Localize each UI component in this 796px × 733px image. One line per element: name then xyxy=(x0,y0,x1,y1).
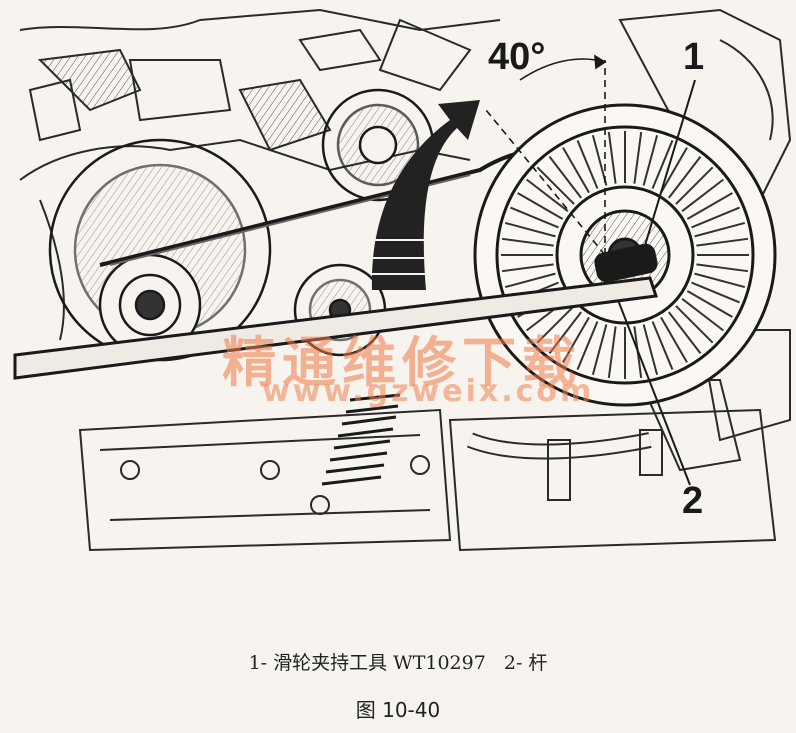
pulley-spoke xyxy=(642,134,659,186)
pulley-spoke xyxy=(691,281,740,304)
lower-housing xyxy=(78,408,777,552)
pulley-spoke xyxy=(681,178,724,212)
pulley-spoke xyxy=(501,237,554,247)
pulley-spoke xyxy=(548,156,582,199)
pulley-spoke xyxy=(642,324,659,376)
pulley-spoke xyxy=(694,272,746,289)
angle-guides xyxy=(485,54,607,256)
pulley-spoke xyxy=(548,311,582,354)
pulley-spoke xyxy=(681,298,724,332)
pulley-spoke xyxy=(696,237,749,247)
tensioner-spring xyxy=(321,393,401,486)
pulley-spoke xyxy=(668,156,702,199)
pulley-spoke xyxy=(675,166,714,205)
callout-leaders xyxy=(617,79,696,486)
pulley-spoke xyxy=(668,311,702,354)
engine-block xyxy=(19,8,792,472)
pulley-spoke xyxy=(694,221,746,238)
pulley-spoke xyxy=(504,221,556,238)
callout-2: 2 xyxy=(682,480,704,522)
pulley-spoke xyxy=(536,305,575,344)
line-drawing xyxy=(13,8,792,552)
figure-number: 图 10-40 xyxy=(355,698,441,722)
pulley-spoke xyxy=(562,316,590,363)
caption-item-2: 2- 杆 xyxy=(503,652,548,674)
pulley-spoke xyxy=(651,140,674,189)
pulley-spoke xyxy=(576,321,599,370)
watermark-url: www.gzweix.com xyxy=(262,374,595,409)
pulley-spoke xyxy=(510,206,559,229)
rotation-arrow xyxy=(371,100,480,290)
figure-caption: 1- 滑轮夹持工具 WT10297 2- 杆 xyxy=(0,648,796,675)
pulley-spoke xyxy=(651,321,674,370)
pulley-spoke xyxy=(675,305,714,344)
pulley-spoke xyxy=(576,140,599,189)
pulley-spoke xyxy=(591,134,608,186)
pulley-spoke xyxy=(591,324,608,376)
pulley-spoke xyxy=(562,147,590,194)
pulley-spoke xyxy=(501,263,554,273)
caption-item-1: 1- 滑轮夹持工具 WT10297 xyxy=(248,652,486,674)
pulley-spoke xyxy=(660,316,688,363)
pulley-spoke xyxy=(633,131,643,184)
engine-belt-illustration: 40° 1 2 精通维修下载 www.gzweix.com xyxy=(13,8,792,552)
pulley-spoke xyxy=(526,178,569,212)
pulley-spoke xyxy=(660,147,688,194)
angle-label: 40° xyxy=(488,36,546,78)
callout-1: 1 xyxy=(683,36,705,78)
pulley-spoke xyxy=(686,192,733,220)
pulley-spoke xyxy=(696,263,749,273)
pulley-spoke xyxy=(517,192,564,220)
pulley-spoke xyxy=(504,272,556,289)
pulley-spoke xyxy=(536,166,575,205)
pulley-spoke xyxy=(686,290,733,318)
pulley-spoke xyxy=(691,206,740,229)
watermark-text: 精通维修下载 xyxy=(222,330,582,394)
pulley-spoke xyxy=(607,131,617,184)
pulley-spoke xyxy=(607,326,617,379)
